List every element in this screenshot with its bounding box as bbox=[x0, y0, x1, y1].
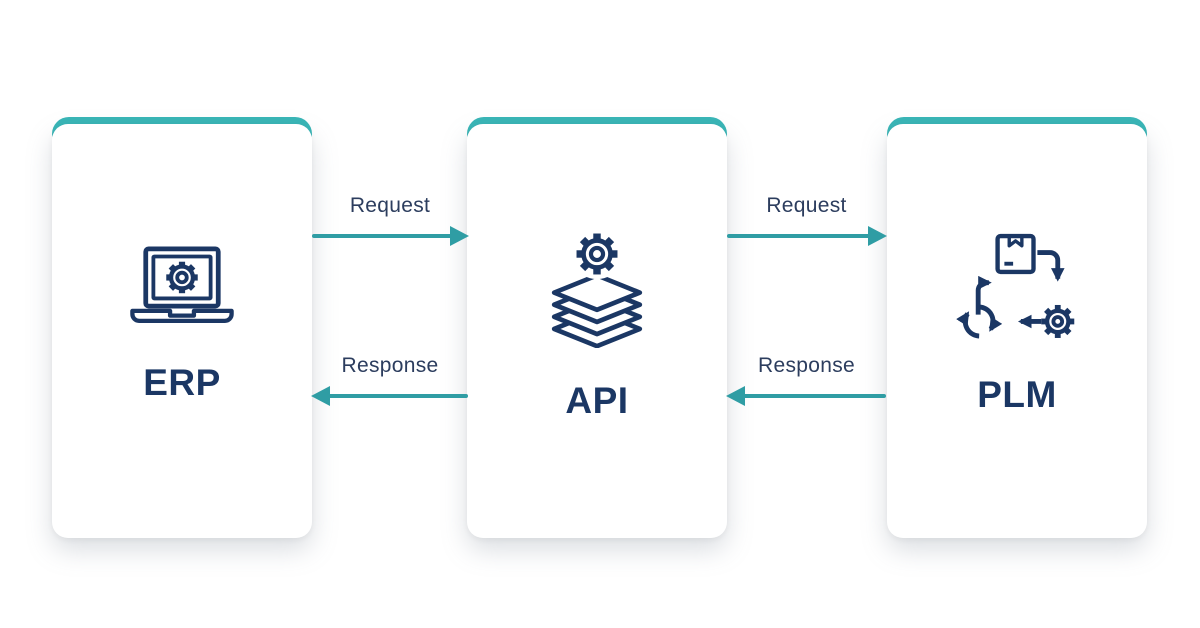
connector-api-plm-request: Request bbox=[727, 193, 887, 247]
arrow-line bbox=[727, 234, 871, 238]
request-label: Request bbox=[349, 194, 431, 217]
card-erp-label: ERP bbox=[143, 362, 221, 403]
arrow-line bbox=[327, 394, 468, 398]
card-api-body: API bbox=[467, 124, 727, 538]
card-api-label: API bbox=[565, 379, 629, 421]
card-erp: ERP bbox=[52, 117, 312, 538]
card-plm-body: PLM bbox=[887, 124, 1147, 538]
layers-gear-icon bbox=[541, 227, 653, 348]
left-arrow bbox=[726, 385, 886, 407]
product-lifecycle-icon bbox=[951, 233, 1083, 342]
arrow-line bbox=[312, 234, 453, 238]
arrow-head-icon bbox=[726, 386, 745, 406]
connector-api-plm-response: Response bbox=[726, 353, 886, 407]
response-label: Response bbox=[758, 354, 855, 377]
arrow-head-icon bbox=[450, 226, 469, 246]
connector-erp-api-request: Request bbox=[312, 193, 469, 247]
right-arrow bbox=[312, 225, 469, 247]
arrow-line bbox=[742, 394, 886, 398]
left-arrow bbox=[311, 385, 468, 407]
card-plm: PLM bbox=[887, 117, 1147, 538]
right-arrow bbox=[727, 225, 887, 247]
connector-erp-api-response: Response bbox=[311, 353, 468, 407]
response-label: Response bbox=[341, 354, 439, 377]
card-erp-body: ERP bbox=[52, 124, 312, 538]
arrow-head-icon bbox=[868, 226, 887, 246]
card-api: API bbox=[467, 117, 727, 538]
request-label: Request bbox=[766, 194, 847, 217]
card-plm-label: PLM bbox=[977, 373, 1057, 415]
arrow-head-icon bbox=[311, 386, 330, 406]
laptop-gear-icon bbox=[120, 244, 244, 330]
